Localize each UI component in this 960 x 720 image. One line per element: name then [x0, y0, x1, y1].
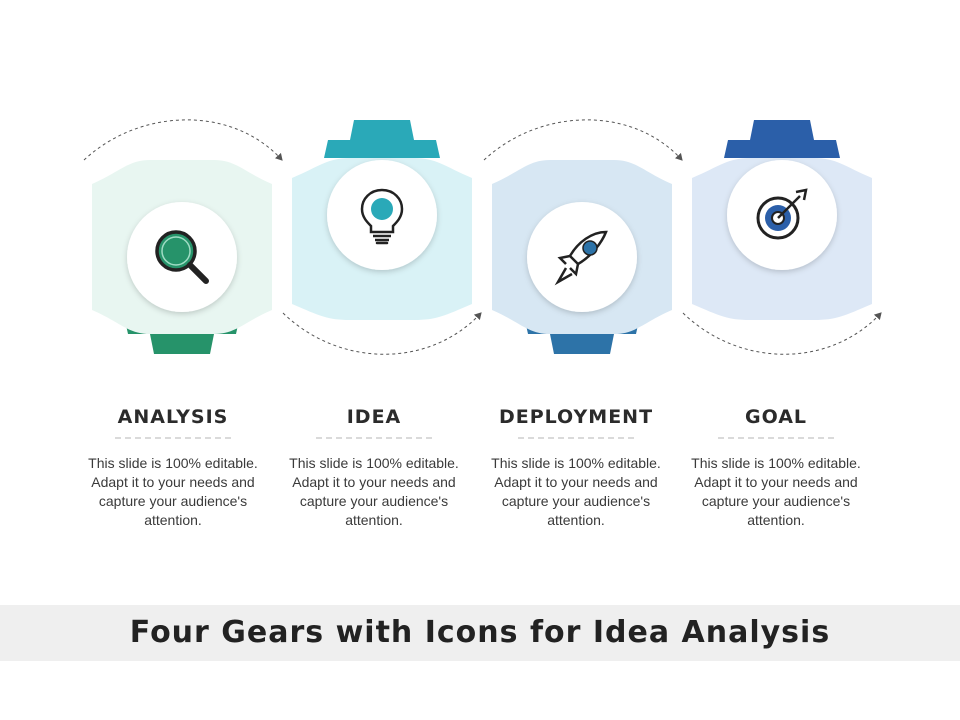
step-divider-analysis: [115, 437, 231, 439]
step-description-analysis: This slide is 100% editable. Adapt it to…: [88, 455, 258, 528]
gear-deployment: [492, 160, 672, 354]
arrow-analysis-to-idea: [83, 119, 283, 161]
step-title-deployment: DEPLOYMENT: [498, 406, 654, 428]
gear-idea-accent-tooth: [324, 120, 440, 158]
lightbulb-icon: [360, 188, 404, 245]
step-description-deployment: This slide is 100% editable. Adapt it to…: [491, 455, 661, 528]
target-icon: [756, 188, 808, 240]
footer-band: Four Gears with Icons for Idea Analysis: [0, 605, 960, 661]
rocket-icon: [554, 230, 608, 286]
step-divider-idea: [316, 437, 432, 439]
arrow-goal-out: [682, 312, 882, 355]
step-description-idea: This slide is 100% editable. Adapt it to…: [289, 455, 459, 528]
magnifier-icon: [155, 230, 209, 284]
gear-goal-accent-tooth: [724, 120, 840, 158]
slide-title: Four Gears with Icons for Idea Analysis: [129, 615, 831, 650]
arrow-deployment-to-goal: [483, 119, 683, 161]
gear-goal: [692, 120, 872, 320]
step-title-goal: GOAL: [744, 406, 808, 428]
step-title-analysis: ANALYSIS: [117, 406, 229, 428]
step-divider-goal: [718, 437, 834, 439]
gears-diagram: [83, 119, 882, 355]
gear-idea: [292, 120, 472, 320]
step-description-goal: This slide is 100% editable. Adapt it to…: [691, 455, 861, 528]
gear-analysis: [92, 160, 272, 354]
arrow-idea-to-deployment: [282, 312, 482, 355]
step-title-idea: IDEA: [346, 406, 402, 428]
step-divider-deployment: [518, 437, 634, 439]
